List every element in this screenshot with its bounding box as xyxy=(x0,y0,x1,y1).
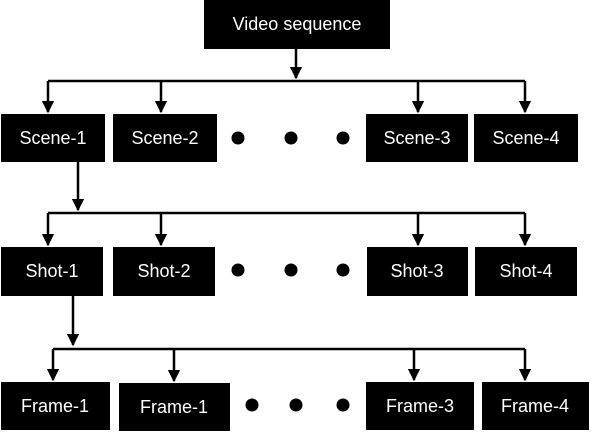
node-frame-3-label: Frame-3 xyxy=(386,396,454,416)
node-scene-1: Scene-1 xyxy=(1,114,105,162)
shot-ellipsis xyxy=(231,263,350,277)
ellipsis-dot xyxy=(231,131,245,145)
node-scene-2-label: Scene-2 xyxy=(131,128,198,148)
ellipsis-dot xyxy=(336,398,350,412)
node-scene-3: Scene-3 xyxy=(366,114,468,162)
node-scene-1-label: Scene-1 xyxy=(19,128,86,148)
node-frame-2-label: Frame-1 xyxy=(140,397,208,417)
node-frame-3: Frame-3 xyxy=(366,382,474,430)
node-scene-2: Scene-2 xyxy=(113,114,217,162)
node-shot-2: Shot-2 xyxy=(113,247,215,296)
node-scene-3-label: Scene-3 xyxy=(383,128,450,148)
node-frame-4: Frame-4 xyxy=(482,382,589,430)
ellipsis-dot xyxy=(245,398,259,412)
root-to-scenes-connector xyxy=(41,49,532,114)
scene-to-shots-connector xyxy=(41,162,532,247)
node-frame-1: Frame-1 xyxy=(1,382,110,430)
node-scene-4-label: Scene-4 xyxy=(492,128,559,148)
node-frame-4-label: Frame-4 xyxy=(501,396,569,416)
node-shot-4-label: Shot-4 xyxy=(499,261,552,281)
node-video-sequence-label: Video sequence xyxy=(233,14,362,34)
node-scene-4: Scene-4 xyxy=(474,114,578,162)
node-frame-1-label: Frame-1 xyxy=(21,396,89,416)
shot-to-frames-connector xyxy=(46,296,532,383)
ellipsis-dot xyxy=(336,263,350,277)
ellipsis-dot xyxy=(231,263,245,277)
ellipsis-dot xyxy=(289,398,303,412)
ellipsis-dot xyxy=(284,131,298,145)
node-video-sequence: Video sequence xyxy=(204,0,390,49)
ellipsis-dot xyxy=(284,263,298,277)
node-shot-4: Shot-4 xyxy=(475,247,577,296)
node-shot-1-label: Shot-1 xyxy=(25,261,78,281)
node-shot-2-label: Shot-2 xyxy=(137,261,190,281)
scene-ellipsis xyxy=(231,131,350,145)
ellipsis-dot xyxy=(336,131,350,145)
frame-ellipsis xyxy=(245,398,350,412)
node-shot-3: Shot-3 xyxy=(367,247,468,296)
node-shot-1: Shot-1 xyxy=(1,247,103,296)
node-frame-2: Frame-1 xyxy=(119,383,230,431)
node-shot-3-label: Shot-3 xyxy=(390,261,443,281)
